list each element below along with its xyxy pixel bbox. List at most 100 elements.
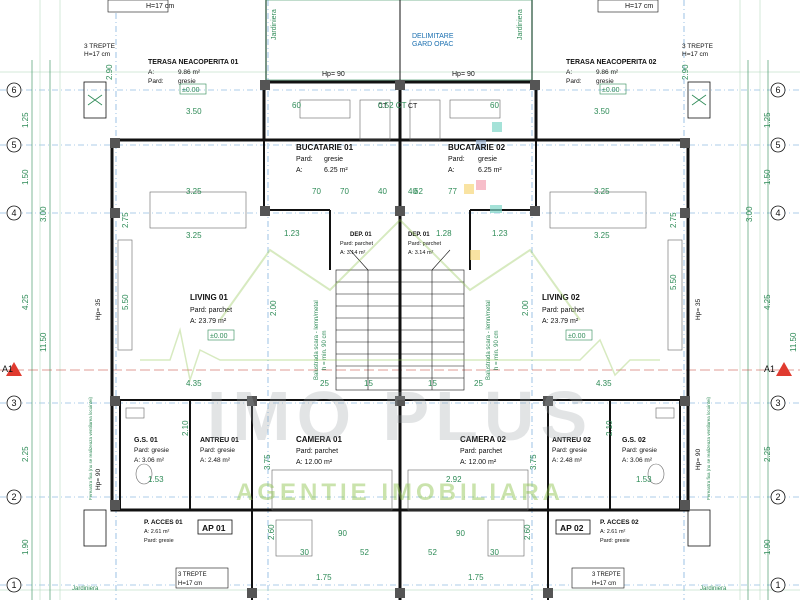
antreu02-name: ANTREU 02 [552,437,591,444]
bucatarie02-pard-label: Pard: [448,156,465,163]
dim-325-right-a: 3.25 [594,187,610,196]
living02-pard: Pard: parchet [542,307,584,314]
dep01-area: A: 3.14 m² [340,250,366,256]
notes: Balustrada scara - lemn/metal h = min. 9… [88,300,711,500]
level-markers: ±0.00 ±0.00 ±0.00 ±0.00 [179,83,627,341]
top-area: H=17 cm H=17 cm DELIMITARE GARD OPAC Jar… [84,0,714,81]
camera01-pard: Pard: parchet [296,448,338,455]
level-terasa01: ±0.00 [182,87,200,94]
jardiniera-bottom-right: Jardiniera [700,586,727,592]
bucatarie02-pard: gresie [478,156,497,163]
level-living02: ±0.00 [568,333,586,340]
gs01-area: A: 3.06 m² [134,457,165,464]
dim-153-right: 1.53 [636,475,652,484]
dim-550-left: 5.50 [121,294,130,310]
dep02-pard: Pard: parchet [408,241,441,247]
living02-name: LIVING 02 [542,293,580,302]
gs02-pard: Pard: gresie [622,447,657,454]
top-step-left: H=17 cm [146,3,174,10]
balustrada-note-02: Balustrada scara - lemn/metal [486,300,492,380]
apartment-tags: AP 01 AP 02 [197,519,591,535]
dim-350-right: 3.50 [594,107,610,116]
dim-90-bottom-left: 90 [338,529,347,538]
dim-435-left: 4.35 [186,379,202,388]
living01-name: LIVING 01 [190,293,228,302]
dim-70-left: 70 [312,187,321,196]
ventilatie-note-01: Fereastra fixa (nu se realizeaza ventila… [88,396,93,500]
bucatarie02-name: BUCATARIE 02 [448,143,506,152]
dim-123-left: 1.23 [284,229,300,238]
dim-210-right: 2.10 [605,420,614,436]
camera02-pard: Pard: parchet [460,448,502,455]
camera01-area: A: 12.00 m² [296,459,333,466]
level-living01: ±0.00 [210,333,228,340]
terasa01-pard-label: Pard: [148,78,164,85]
terasa02-pard: gresie [596,78,614,85]
axis-label-6-right: 6 [775,85,780,95]
ap02-tag: AP 02 [560,523,584,533]
watermark: IMO PLUS AGENTIE IMOBILIARA [140,218,660,506]
dim-left-190: 1.90 [21,539,30,555]
dim-90-bottom-right: 90 [456,529,465,538]
bucatarie01-pard: gresie [324,156,343,163]
acces02-name: P. ACCES 02 [600,519,639,526]
hp-gs-01: Hp= 90 [95,468,102,490]
dim-275-left: 2.75 [121,212,130,228]
dim-128: 1.28 [436,229,452,238]
bucatarie01-pard-label: Pard: [296,156,313,163]
bucatarie01-name: BUCATARIE 01 [296,143,354,152]
axis-label-4: 4 [11,208,16,218]
bottom-trepte-left: 3 TREPTE [178,572,207,578]
bottom-trepte-right: 3 TREPTE [592,572,621,578]
dep01-name: DEP. 01 [350,232,372,238]
acces02-area: A: 2.61 m² [600,529,626,535]
dim-260-right: 2.60 [523,524,532,540]
dim-290-left: 2.90 [105,64,114,80]
trepte-left-h: H=17 cm [84,51,110,58]
dim-123-right: 1.23 [492,229,508,238]
dim-52-right: 52 [428,548,437,557]
bucatarie02-area: 6.25 m² [478,167,502,174]
axis-label-6: 6 [11,85,16,95]
dim-275-right: 2.75 [669,212,678,228]
dim-30-right: 30 [490,548,499,557]
terasa01-area: 9.86 m² [178,69,201,76]
hp-living-01: Hp= 35 [95,298,102,320]
axis-label-1-right: 1 [775,580,780,590]
dim-right-1150: 11.50 [789,332,798,352]
axis-label-3: 3 [11,398,16,408]
columns [110,80,690,598]
dim-40-left: 40 [378,187,387,196]
balustrada-h-02: h = min. 90 cm [494,330,500,370]
dim-right-300: 3.00 [745,206,754,222]
dim-40-right: 40 [408,187,417,196]
antreu01-area: A: 2.48 m² [200,457,231,464]
gs01-pard: Pard: gresie [134,447,169,454]
dim-60-left: 60 [292,101,301,110]
dim-200-left: 2.00 [269,300,278,316]
dim-30-left: 30 [300,548,309,557]
bottom-trepte-right-h: H=17 cm [592,581,616,587]
furniture [117,99,683,557]
section-label-left: A1 [2,364,13,374]
dim-25-right: 25 [474,379,483,388]
dep01-pard: Pard: parchet [340,241,373,247]
dim-right-190: 1.90 [763,539,772,555]
dep02-area: A: 3.14 m² [408,250,434,256]
ventilatie-note-02: Fereastra fixa (nu se realizeaza ventila… [706,396,711,500]
dim-77: 77 [448,187,457,196]
jardiniera-top-left: Jardiniera [271,9,278,40]
dim-435-right: 4.35 [596,379,612,388]
trepte-right-h: H=17 cm [682,51,708,58]
dim-left-1150: 11.50 [39,332,48,352]
dim-left-300: 3.00 [39,206,48,222]
section-label-right: A1 [764,364,775,374]
ct-label-01: CT [378,103,388,110]
camera02-name: CAMERA 02 [460,435,506,444]
dim-175-bottom-right: 1.75 [468,573,484,582]
dim-325-left-b: 3.25 [186,231,202,240]
living01-area: A: 23.79 m² [190,318,227,325]
dim-153-left: 1.53 [148,475,164,484]
balustrada-note-01: Balustrada scara - lemn/metal [314,300,320,380]
